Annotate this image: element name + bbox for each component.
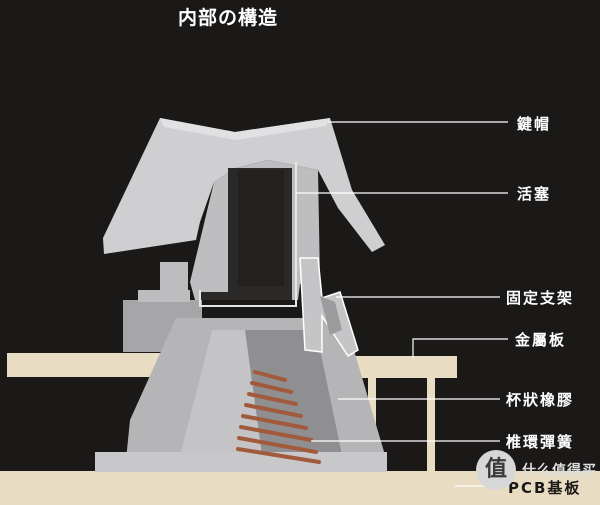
watermark: 值 什么值得买 — [474, 446, 600, 505]
rubber-cup-shade — [180, 330, 262, 455]
label-keycap: 鍵帽 — [517, 115, 552, 133]
watermark-text: 什么值得买 — [522, 463, 597, 479]
keycap-top-edge — [160, 118, 330, 140]
switch-base — [95, 452, 387, 472]
bracket-hook — [320, 296, 342, 335]
label-cone-spring: 椎環彈簧 — [506, 433, 575, 451]
keycap — [103, 118, 385, 254]
plunger-stem — [238, 170, 284, 286]
label-fixed-bracket: 固定支架 — [506, 289, 575, 307]
housing-left-step — [138, 290, 190, 302]
label-metal-plate: 金屬板 — [515, 331, 567, 349]
label-cup-rubber: 杯狀橡膠 — [506, 391, 575, 409]
watermark-logo-icon: 值 — [476, 450, 516, 490]
diagram-title: 内部の構造 — [177, 7, 278, 29]
label-plunger: 活塞 — [517, 185, 552, 203]
cone-spring — [236, 370, 321, 464]
metal-plate-right — [352, 356, 457, 378]
label-pcb: PCB基板 — [508, 479, 582, 497]
plate-support-leg — [427, 378, 435, 472]
plunger-outline — [199, 162, 297, 307]
housing-clip-left — [160, 262, 188, 292]
callout-lines — [296, 121, 508, 487]
